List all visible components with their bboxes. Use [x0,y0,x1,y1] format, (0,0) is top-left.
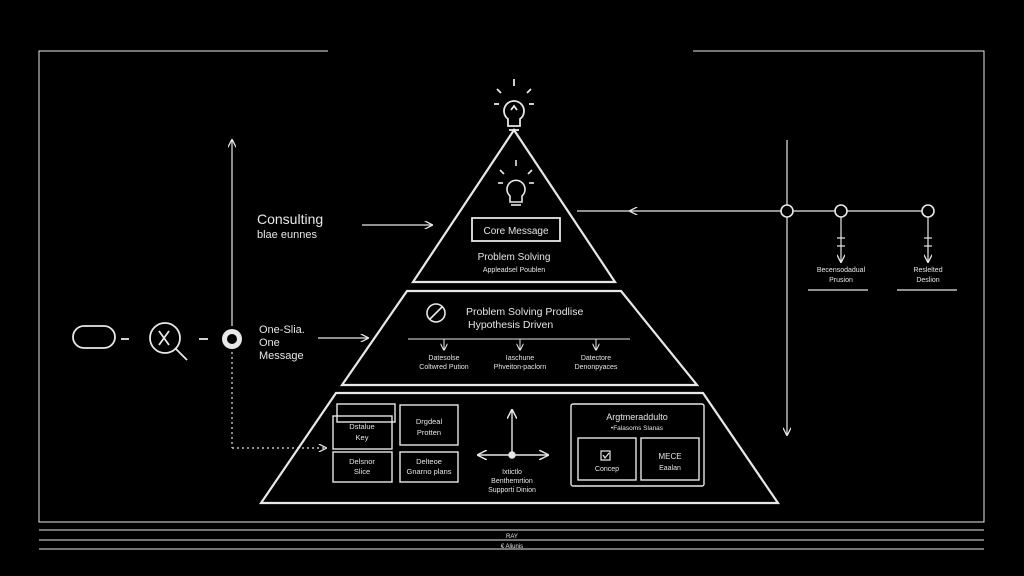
box-slice [332,451,393,483]
one-slide-label-3: Message [259,350,304,362]
box-key-line-1: Dstalue [349,422,374,431]
mece-box [640,437,700,481]
box-slice-line-1: Delsnor [349,457,375,466]
right-label-2-line-1: Reslelted [913,267,942,274]
box-protten-line-1: Drgdeal [416,417,443,426]
middle-tier-connector [408,338,630,350]
middle-col-3-line-1: Datectore [581,355,611,362]
middle-col-2-line-1: Iaschune [506,355,535,362]
argument-panel [570,403,705,487]
right-panel-boxes [570,403,705,487]
node-2 [834,204,848,218]
middle-tier-title-2: Hypothesis Driven [468,319,553,331]
box-key-line-2: Key [356,433,369,442]
pyramid [258,128,781,505]
center-caption-1: Ixtictlo [502,469,522,476]
footer-line-2: € Aliunis [501,544,523,550]
concept-box [577,437,637,481]
core-message-box [471,217,561,242]
pyramid-middle-tier [339,289,700,387]
core-message-label: Core Message [483,226,548,237]
right-label-1-line-1: Becensodadual [817,267,866,274]
box-gnarno-line-2: Gnarno plans [406,467,451,476]
right-connectors [577,140,957,435]
top-tier-caption-1: Problem Solving [478,252,551,263]
box-protten [399,404,459,446]
lightbulb-icon [494,79,534,131]
outer-frame [38,50,985,550]
box-gnarno [399,451,459,483]
middle-col-2-line-2: Phveiton-paclorn [494,364,547,371]
right-panel-subtitle: •Falasoms Slanas [611,425,664,432]
node-3 [921,204,935,218]
node-1 [780,204,794,218]
left-flow-connectors [232,140,326,448]
concept-label: Concep [595,466,619,473]
footer-line-1: RAY [506,534,518,540]
one-slide-label-2: One [259,337,280,349]
box-slice-line-2: Slice [354,467,370,476]
box-protten-line-2: Protten [417,428,441,437]
center-cross-arrows [478,410,548,458]
consulting-label-2: blae eunnes [257,229,317,241]
bottom-tier-left-boxes [332,403,459,483]
box-key [332,415,393,450]
middle-col-1-line-1: Datesolse [428,355,459,362]
middle-col-3-line-2: Denonpyaces [575,364,618,371]
pyramid-top-tier [410,128,618,284]
right-label-1-line-2: Prusion [829,277,853,284]
pill-toggle-icon [72,325,116,349]
mece-label: MECE [658,452,681,461]
right-label-2-line-2: Deslion [916,277,939,284]
center-caption-3: Supporti Dinion [488,487,536,494]
no-sign-icon [426,303,446,323]
consulting-label-1: Consulting [257,211,323,227]
eaalan-label: Eaalan [659,465,681,472]
node-icon [222,329,242,349]
checkbox-icon [600,450,611,461]
box-gnarno-line-1: Delteoe [416,457,442,466]
pyramid-bottom-tier [258,391,781,505]
right-node-circles [780,204,935,218]
middle-tier-title-1: Problem Solving Prodlise [466,306,583,318]
right-panel-title: Argtmeraddulto [606,412,668,422]
center-caption-2: Benthemrtion [491,478,533,485]
one-slide-label-1: One-Slia. [259,324,305,336]
top-tier-caption-2: Appleadsel Poublen [483,267,545,274]
middle-col-1-line-2: Coltwred Pution [419,364,469,371]
magnifier-icon [149,322,188,361]
top-tier-bulb-icon [498,160,534,206]
